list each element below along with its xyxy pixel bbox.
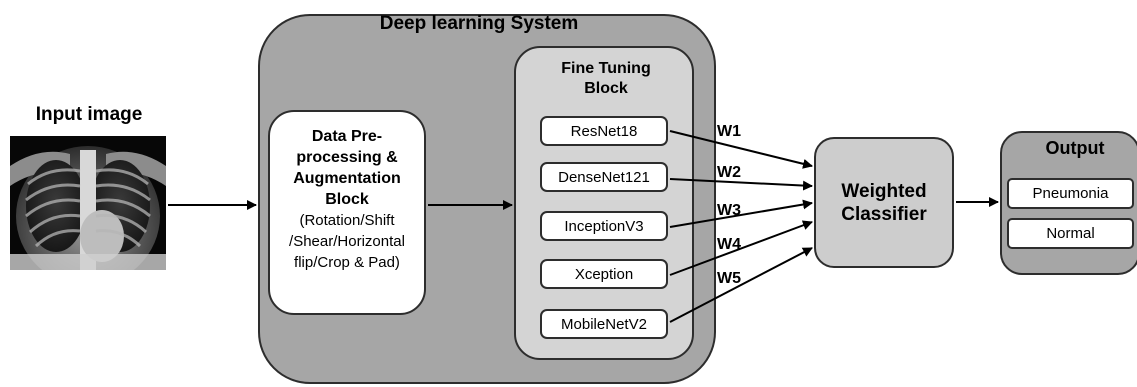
xray-illustration <box>10 136 166 270</box>
output-title: Output <box>1045 138 1105 158</box>
fine-tuning-title-line1: Fine Tuning <box>561 60 651 77</box>
preprocessing-title-line2: processing & <box>296 149 398 166</box>
preprocessing-detail-line3: flip/Crop & Pad) <box>294 254 400 271</box>
weight-label-w3: W3 <box>717 202 741 219</box>
model-box-resnet18: ResNet18 <box>540 116 668 146</box>
model-box-inceptionv3: InceptionV3 <box>540 211 668 241</box>
weighted-classifier-block: Weighted Classifier <box>814 137 954 268</box>
weight-label-w5: W5 <box>717 270 741 287</box>
preprocessing-title-line4: Block <box>325 191 369 208</box>
weight-label-w4: W4 <box>717 236 741 253</box>
model-box-densenet121: DenseNet121 <box>540 162 668 192</box>
classifier-line1: Weighted <box>841 180 927 202</box>
preprocessing-detail-line1: (Rotation/Shift <box>299 212 395 229</box>
weight-label-w1: W1 <box>717 123 741 140</box>
preprocessing-detail-line2: /Shear/Horizontal <box>289 233 405 250</box>
output-class-normal: Normal <box>1007 218 1134 249</box>
model-box-mobilenetv2: MobileNetV2 <box>540 309 668 339</box>
fine-tuning-title-line2: Block <box>584 80 628 97</box>
fine-tuning-block <box>514 46 694 360</box>
arrow-resnet18-to-classifier <box>669 130 813 169</box>
fine-tuning-title: Fine Tuning Block <box>552 59 660 99</box>
deep-learning-system-title: Deep learning System <box>379 13 579 34</box>
input-image-title: Input image <box>35 104 143 125</box>
preprocessing-block: Data Pre- processing & Augmentation Bloc… <box>268 110 426 315</box>
arrow-densenet121-to-classifier <box>669 178 813 191</box>
preprocessing-title-line3: Augmentation <box>293 170 401 187</box>
arrow-mobilenetv2-to-classifier <box>669 247 813 323</box>
classifier-line2: Classifier <box>841 203 927 225</box>
preprocessing-title-line1: Data Pre- <box>311 128 383 145</box>
output-class-pneumonia: Pneumonia <box>1007 178 1134 209</box>
weight-label-w2: W2 <box>717 164 741 181</box>
arrow-xception-to-classifier <box>669 220 813 276</box>
chest-xray-image <box>10 136 166 270</box>
arrow-inceptionv3-to-classifier <box>669 199 813 228</box>
model-box-xception: Xception <box>540 259 668 289</box>
